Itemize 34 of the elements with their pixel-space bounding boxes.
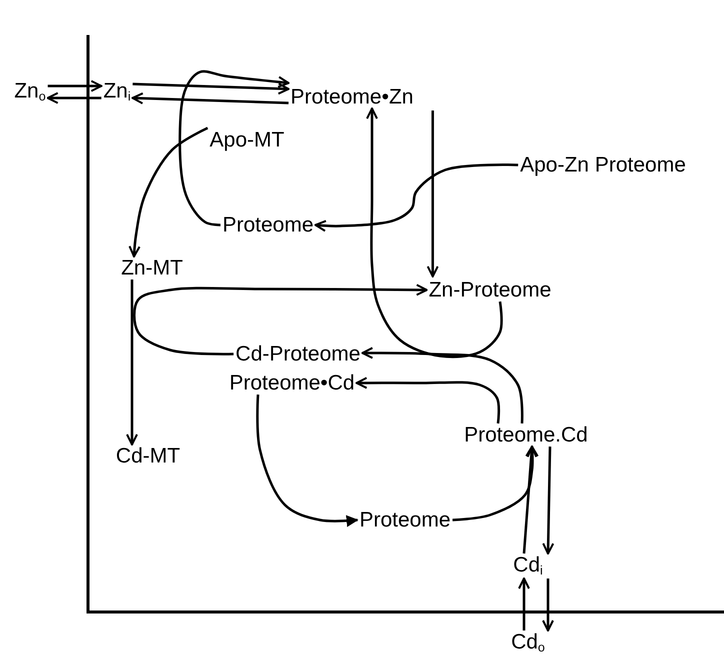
node-label: Zn$_{o}$ xyxy=(14,80,46,104)
node-label: Apo-Zn Proteome xyxy=(520,153,686,177)
arrow xyxy=(518,578,530,630)
arrow xyxy=(426,110,439,278)
arrow xyxy=(314,164,518,232)
arrow xyxy=(132,92,289,104)
arrow xyxy=(178,70,290,226)
arrow xyxy=(356,376,500,424)
node-label: Apo-MT xyxy=(210,128,284,152)
arrow xyxy=(361,346,524,424)
arrow xyxy=(542,446,554,554)
node-label: Cd$_{i}$ xyxy=(513,554,543,578)
node-label: Proteome.Cd xyxy=(464,423,588,447)
node-label: Proteome xyxy=(359,508,451,532)
node-label: Zn-Proteome xyxy=(428,278,552,302)
arrow xyxy=(256,394,358,527)
arrow xyxy=(366,108,503,358)
arrow xyxy=(126,280,138,446)
node-label: Cd-Proteome xyxy=(236,342,360,366)
arrow xyxy=(128,126,208,258)
arrow xyxy=(48,80,102,92)
node-label: Zn-MT xyxy=(121,256,183,280)
arrow xyxy=(522,446,538,554)
node-label: Proteome xyxy=(222,213,314,237)
arrow xyxy=(46,92,102,104)
node-label: Proteome•Zn xyxy=(290,85,414,109)
node-label: Cd-MT xyxy=(116,444,180,468)
arrow xyxy=(133,284,428,356)
arrow xyxy=(452,446,539,522)
node-label: Zn$_{i}$ xyxy=(103,80,131,104)
node-label: Cd$_{o}$ xyxy=(511,630,545,656)
arrow xyxy=(542,578,554,632)
arrow xyxy=(132,82,290,95)
node-label: Proteome•Cd xyxy=(229,371,355,395)
